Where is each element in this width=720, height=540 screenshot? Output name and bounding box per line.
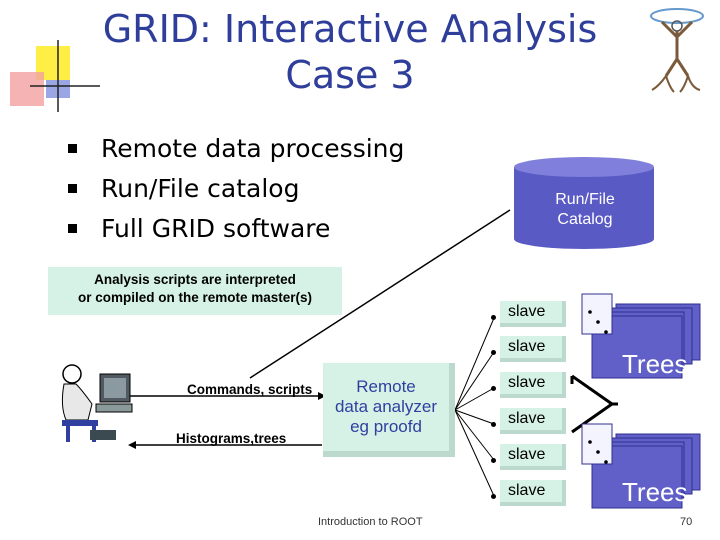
user-at-computer-icon [61,364,133,442]
corner-decoration [10,40,100,112]
page-number: 70 [680,516,693,528]
trees-stack-bottom [581,423,701,509]
slave-box: slave [500,480,566,506]
bullet-item: Remote data processing [60,128,404,168]
title-line-1: GRID: Interactive Analysis [102,7,598,51]
slave-connector-dot [491,458,496,463]
slave-box: slave [500,444,566,470]
analysis-scripts-note: Analysis scripts are interpreted or comp… [48,267,342,315]
remote-data-analyzer-box: Remote data analyzer eg proofd [323,363,455,457]
slave-box: slave [500,408,566,434]
slave-connector-dot [491,494,496,499]
slave-connector-dot [491,350,496,355]
trees-stack-top [581,293,701,379]
slave-connector-dot [491,422,496,427]
bullet-square-icon [68,223,77,233]
slave-connector-dot [491,315,496,320]
bullet-item: Run/File catalog [60,168,404,208]
slave-box: slave [500,301,566,327]
page-title: GRID: Interactive Analysis Case 3 [60,6,640,98]
trees-label-bottom: Trees [622,477,688,507]
slave-box: slave [500,336,566,362]
trees-label-top: Trees [622,349,688,379]
bullet-list: Remote data processing Run/File catalog … [60,128,404,248]
bullet-item: Full GRID software [60,208,404,248]
catalog-label: Run/File Catalog [555,191,615,228]
bullet-square-icon [68,183,77,193]
histograms-trees-label: Histograms,trees [176,431,287,446]
tree-figure-logo [650,8,704,93]
run-file-catalog-cylinder [514,157,654,249]
slave-connector-dot [491,386,496,391]
bullet-square-icon [68,143,77,153]
slave-box: slave [500,372,566,398]
title-line-2: Case 3 [285,53,415,97]
commands-scripts-label: Commands, scripts [187,382,313,397]
footer-text: Introduction to ROOT [318,516,423,528]
